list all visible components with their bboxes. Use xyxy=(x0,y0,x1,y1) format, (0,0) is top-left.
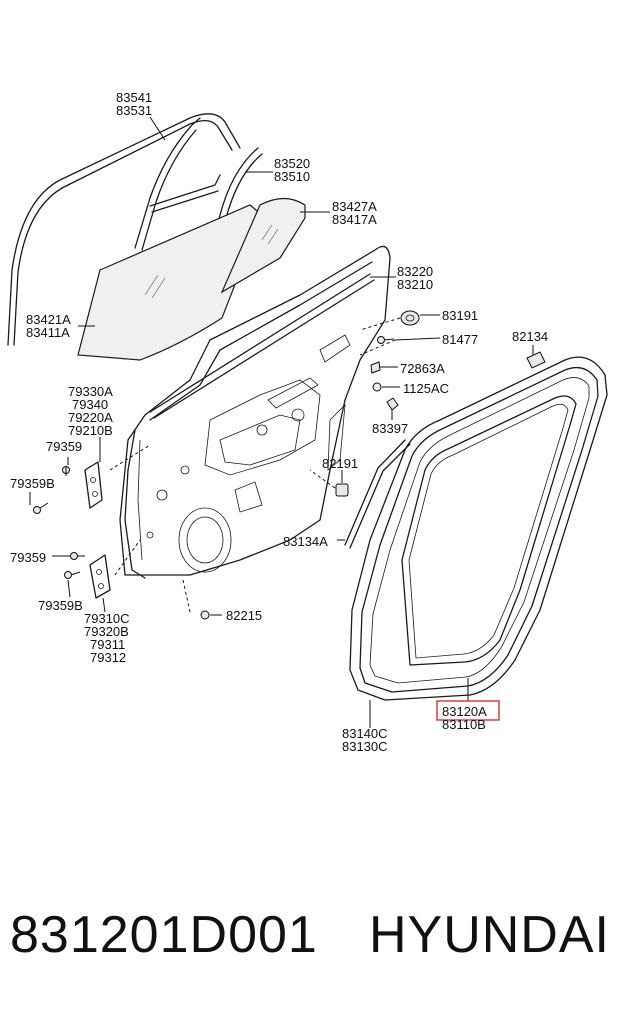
bolt-icon xyxy=(33,502,49,514)
bumper-icon xyxy=(335,483,349,497)
callout-label: 79311 xyxy=(90,637,125,652)
callout-label: 83520 xyxy=(274,156,310,171)
callout-label: 83220 xyxy=(397,264,433,279)
bracket-icon xyxy=(526,351,546,369)
callout-label: 83427A xyxy=(332,199,377,214)
caption-bar: 831201D001 HYUNDAI xyxy=(10,905,610,975)
callout-label: 83110B xyxy=(442,717,486,732)
callout-label: 79210B xyxy=(68,423,113,438)
callout-label: 83421A xyxy=(26,312,71,327)
bolt-icon xyxy=(70,552,85,560)
callout-label: 79330A xyxy=(68,384,113,399)
callout-label: 81477 xyxy=(442,332,478,347)
callout-label-highlighted: 83120A xyxy=(442,704,487,719)
door-hinge-lower xyxy=(89,554,111,599)
callout-label: 79359B xyxy=(10,476,55,491)
callout-label: 83541 xyxy=(116,90,152,105)
clip-icon xyxy=(370,361,381,374)
callout-label: 83130C xyxy=(342,739,388,754)
callout-label: 83140C xyxy=(342,726,388,741)
callout-label: 82191 xyxy=(322,456,358,471)
callout-label: 79359 xyxy=(10,550,46,565)
callout-label: 83417A xyxy=(332,212,377,227)
plug-icon xyxy=(386,397,399,411)
callout-label: 83191 xyxy=(442,308,478,323)
callout-label: 83531 xyxy=(116,103,152,118)
callout-label: 79312 xyxy=(90,650,126,665)
brand-name: HYUNDAI xyxy=(368,906,610,964)
callout-label: 79359 xyxy=(46,439,82,454)
callout-label: 83134A xyxy=(283,534,328,549)
door-weatherstrip xyxy=(349,356,608,701)
grommet-icon xyxy=(400,310,420,326)
bolt-icon xyxy=(64,571,81,579)
window-frame-moulding xyxy=(7,113,241,346)
highlight-box xyxy=(436,700,500,721)
part-number: 831201D001 xyxy=(10,906,318,964)
callout-label: 83210 xyxy=(397,277,433,292)
nut-icon xyxy=(372,382,382,392)
callout-label: 79320B xyxy=(84,624,129,639)
callout-label: 1125AC xyxy=(403,381,449,396)
door-hinge-upper xyxy=(84,461,103,509)
callout-label: 82215 xyxy=(226,608,262,623)
callout-label: 72863A xyxy=(400,361,445,376)
highlighted-part-callout[interactable]: 83120A xyxy=(436,700,500,721)
callout-label: 83397 xyxy=(372,421,408,436)
callout-label: 83510 xyxy=(274,169,310,184)
callout-label: 79340 xyxy=(72,397,108,412)
screw-icon xyxy=(377,336,395,344)
callout-label: 83411A xyxy=(26,325,70,340)
callout-label: 79359B xyxy=(38,598,83,613)
sealing-strip xyxy=(344,439,411,549)
leader-lines xyxy=(29,116,534,728)
door-panel xyxy=(119,245,391,579)
parts-diagram: 83541 83531 83520 83510 83427A 83417A 83… xyxy=(7,90,608,754)
callout-label: 79310C xyxy=(84,611,130,626)
quarter-glass xyxy=(220,197,306,294)
callout-label: 82134 xyxy=(512,329,548,344)
clip-icon xyxy=(200,610,210,620)
callout-label: 79220A xyxy=(68,410,113,425)
glass-run-channel xyxy=(134,117,221,251)
bolt-icon xyxy=(62,466,70,476)
